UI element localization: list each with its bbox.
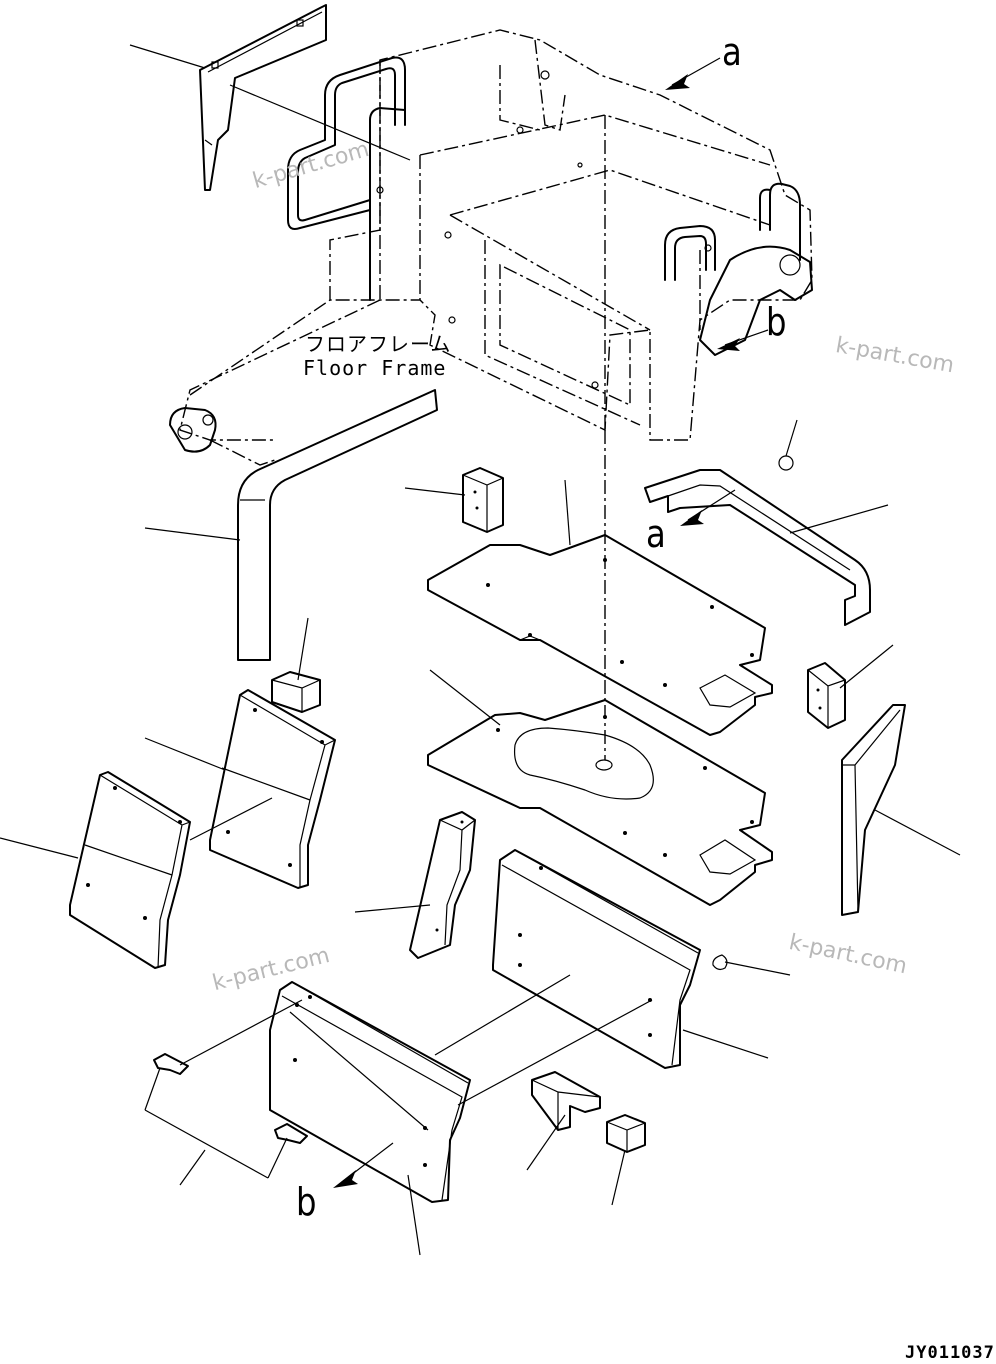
view-marker-a-top: a: [722, 30, 742, 74]
bracket-center: [409, 811, 476, 959]
drawing-code: JY011037: [905, 1343, 995, 1363]
frame-holes: [376, 70, 712, 389]
lower-panel-right: [492, 849, 728, 1069]
block-pad-4: [606, 1114, 646, 1153]
floor-frame-phantom: [179, 29, 813, 466]
cover-plate-top-left: [199, 4, 327, 191]
view-marker-a-mid: a: [646, 512, 666, 556]
corner-bracket-right: [699, 245, 813, 356]
handrail-right: [664, 182, 801, 281]
block-pad-3: [807, 662, 846, 729]
cover-panel-middle-left: [209, 689, 336, 889]
rail-u-right: [644, 455, 871, 626]
frame-hinge: [169, 407, 217, 453]
handrail-left: [287, 56, 406, 301]
cover-panel-far-left: [69, 771, 191, 969]
view-marker-b-top: b: [766, 300, 787, 344]
floor-plate-lower: [427, 699, 773, 906]
leader-lines: [0, 44, 961, 1256]
side-panel-right: [841, 704, 906, 916]
block-notched: [531, 1071, 601, 1131]
block-pad-1: [462, 467, 504, 533]
lower-panel-left: [269, 981, 471, 1203]
clip-2: [274, 1123, 308, 1144]
view-arrows: [333, 57, 769, 1188]
view-marker-b-bottom: b: [296, 1180, 317, 1224]
clip-1: [153, 1053, 189, 1075]
floor-frame-label-jp: フロアフレーム: [305, 332, 452, 356]
side-strip-left: [237, 389, 438, 661]
block-pad-2: [271, 671, 321, 713]
floor-frame-label-en: Floor Frame: [303, 356, 447, 380]
floor-mat-upper: [427, 534, 773, 736]
